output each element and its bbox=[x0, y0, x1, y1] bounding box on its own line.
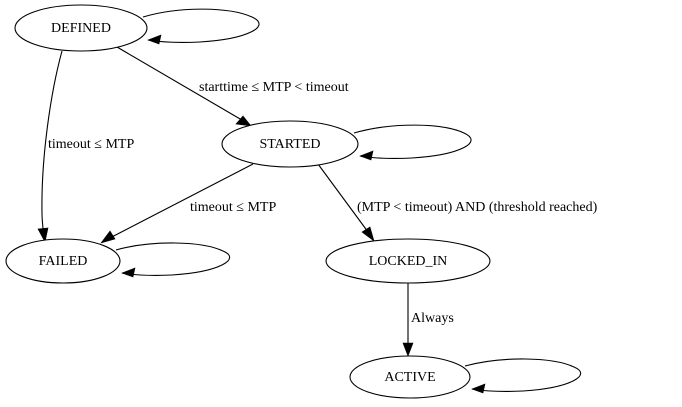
node-failed-ellipse[interactable] bbox=[5, 238, 121, 284]
edge-failed-self-loop-arrowhead bbox=[121, 267, 136, 278]
edge-started-to-failed-path bbox=[105, 163, 254, 241]
edge-defined-self-loop-arrowhead bbox=[147, 34, 162, 45]
edge-defined-self-loop bbox=[142, 8, 260, 45]
edge-label-defined-to-started: starttime ≤ MTP < timeout bbox=[199, 80, 349, 95]
edge-active-self-loop-path bbox=[464, 358, 582, 392]
edge-defined-self-loop-path bbox=[142, 8, 260, 43]
node-defined-label: DEFINED bbox=[51, 21, 111, 36]
node-locked-in-label: LOCKED_IN bbox=[369, 254, 448, 269]
edge-started-self-loop-arrowhead bbox=[359, 150, 374, 161]
node-failed[interactable]: FAILED bbox=[5, 238, 121, 284]
node-locked-in[interactable]: LOCKED_IN bbox=[325, 238, 491, 284]
node-failed-label: FAILED bbox=[39, 254, 88, 269]
edge-active-self-loop-arrowhead bbox=[471, 383, 486, 394]
edge-started-to-locked-in-arrowhead bbox=[361, 226, 375, 242]
node-started-label: STARTED bbox=[259, 137, 320, 152]
edge-started-to-failed-arrowhead bbox=[100, 230, 116, 244]
node-active-ellipse[interactable] bbox=[349, 355, 471, 399]
node-started[interactable]: STARTED bbox=[221, 120, 359, 168]
edge-locked-in-to-active: Always bbox=[402, 283, 454, 357]
edge-label-locked-in-to-active: Always bbox=[411, 311, 454, 326]
edge-started-self-loop bbox=[353, 124, 472, 161]
edge-label-started-to-failed: timeout ≤ MTP bbox=[190, 200, 276, 215]
edge-locked-in-to-active-arrowhead bbox=[402, 342, 414, 357]
edge-started-to-locked-in-path bbox=[317, 163, 372, 237]
edge-defined-to-started: starttime ≤ MTP < timeout bbox=[116, 46, 349, 127]
node-active-label: ACTIVE bbox=[384, 370, 435, 385]
edge-failed-self-loop bbox=[115, 242, 231, 278]
edge-defined-to-failed-path bbox=[41, 50, 63, 238]
node-active[interactable]: ACTIVE bbox=[349, 355, 471, 399]
edge-active-self-loop bbox=[464, 358, 582, 394]
edge-defined-to-failed: timeout ≤ MTP bbox=[37, 50, 134, 243]
edge-defined-to-started-path bbox=[116, 46, 248, 124]
edge-started-to-failed: timeout ≤ MTP bbox=[100, 163, 276, 244]
edge-label-defined-to-failed: timeout ≤ MTP bbox=[48, 137, 134, 152]
edge-label-started-to-locked-in: (MTP < timeout) AND (threshold reached) bbox=[357, 200, 598, 215]
edge-defined-to-started-arrowhead bbox=[235, 115, 252, 127]
edge-failed-self-loop-path bbox=[115, 242, 231, 276]
node-defined-ellipse[interactable] bbox=[14, 4, 148, 52]
node-defined[interactable]: DEFINED bbox=[14, 4, 148, 52]
edge-started-self-loop-path bbox=[353, 124, 472, 159]
edge-defined-to-failed-arrowhead bbox=[37, 227, 49, 243]
edge-started-to-locked-in: (MTP < timeout) AND (threshold reached) bbox=[317, 163, 598, 242]
node-locked-in-ellipse[interactable] bbox=[325, 238, 491, 284]
node-started-ellipse[interactable] bbox=[221, 120, 359, 168]
